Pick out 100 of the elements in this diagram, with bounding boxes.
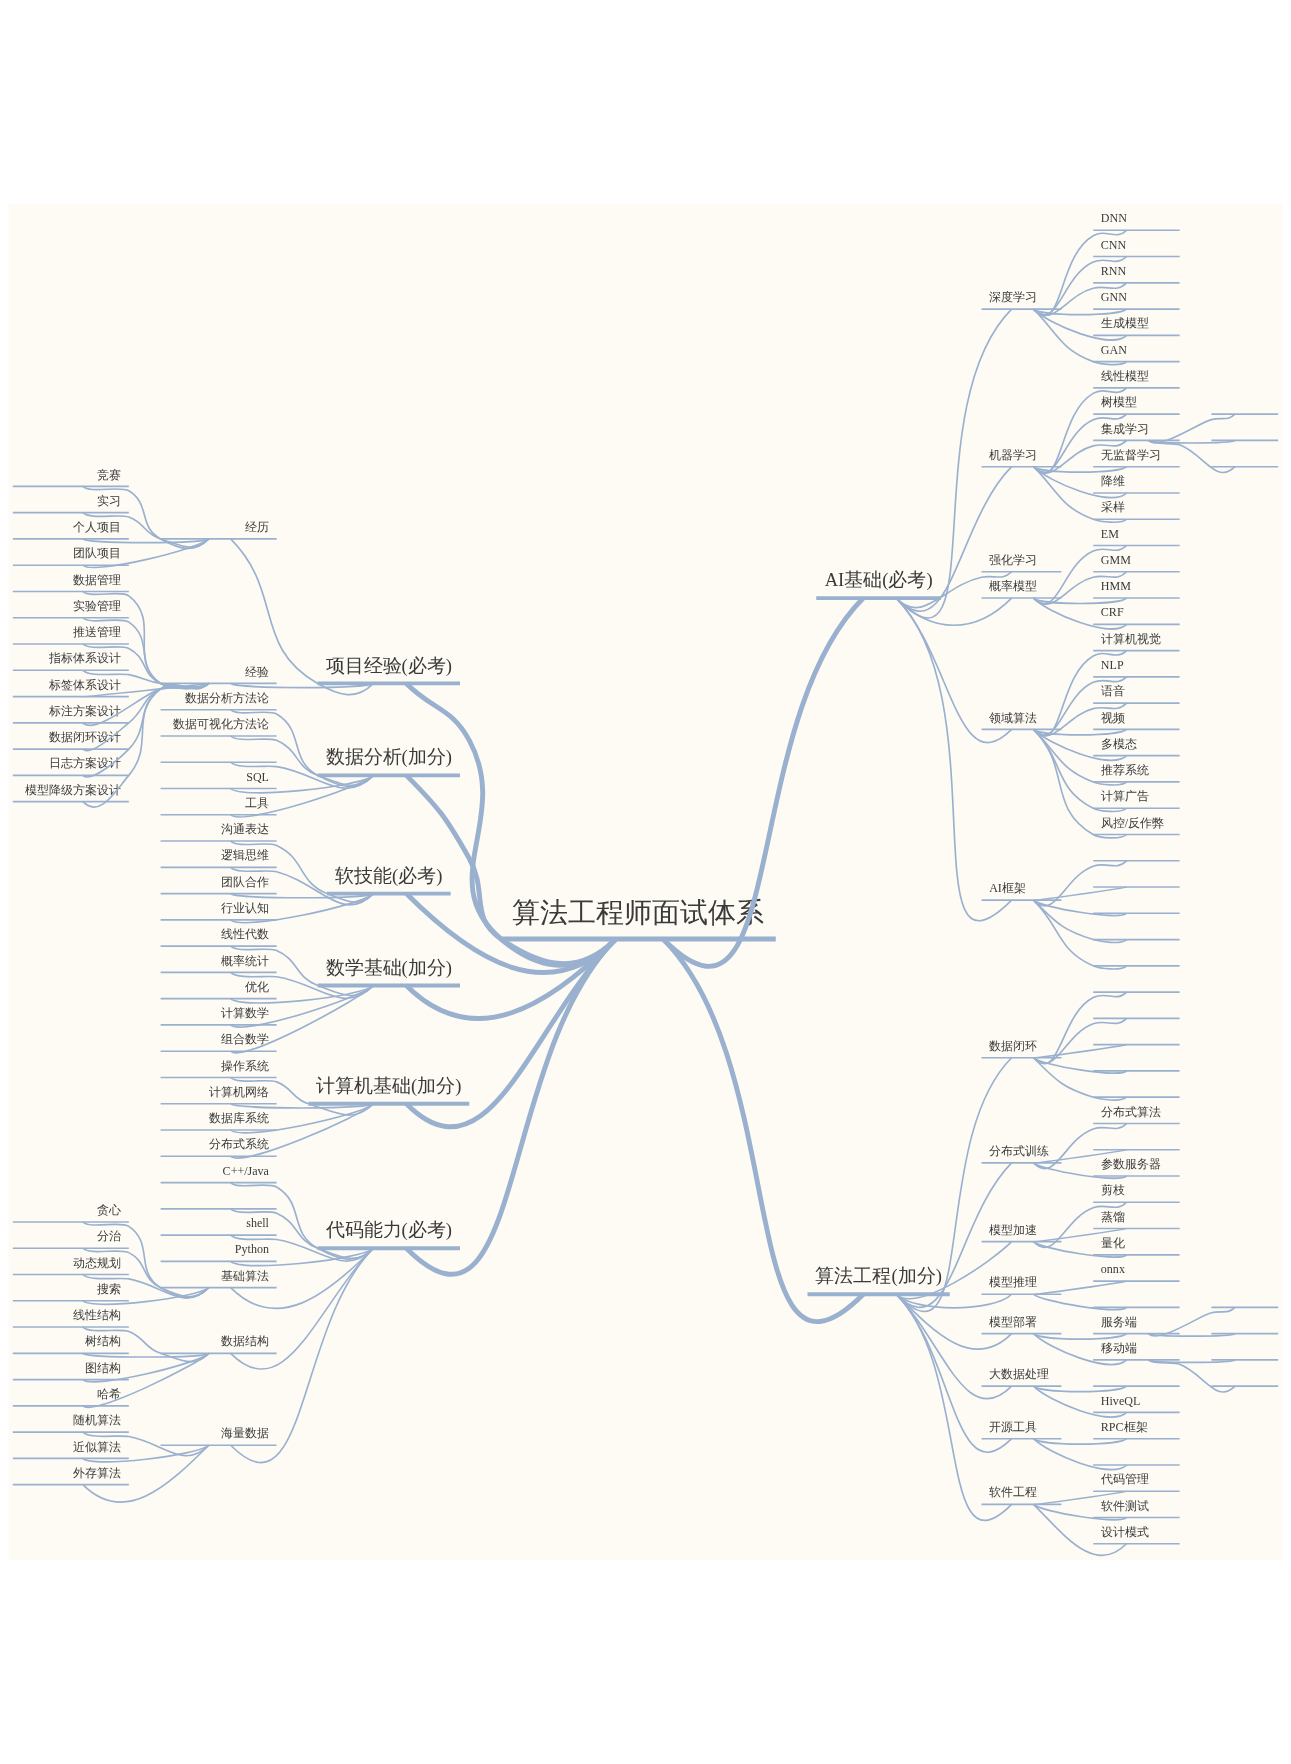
node-text: 动态规划 [73, 1255, 122, 1270]
node-text: 树模型 [1100, 395, 1137, 410]
node-text: 降维 [1100, 474, 1125, 489]
connector [82, 1444, 210, 1503]
node-line [1092, 991, 1181, 993]
node-text: 设计模式 [1100, 1524, 1149, 1539]
connector [1032, 1385, 1128, 1418]
node-line [1092, 1043, 1181, 1046]
connector [1032, 1122, 1128, 1170]
connector [404, 938, 618, 1277]
node-text: HiveQL [1100, 1393, 1141, 1408]
node-text: 深度学习 [989, 290, 1038, 305]
node-text: AI框架 [989, 881, 1026, 896]
node-line [1092, 1148, 1181, 1151]
node-text: 概率模型 [989, 579, 1038, 594]
connector [1032, 859, 1128, 907]
connector [1032, 544, 1128, 605]
node-line [1092, 1464, 1181, 1466]
node-line [1092, 912, 1181, 915]
node-text: 语音 [1100, 684, 1125, 699]
connector [1032, 465, 1128, 524]
node-text: 强化学习 [989, 552, 1038, 567]
node-text: 生成模型 [1100, 316, 1149, 331]
connector [1032, 886, 1128, 901]
node-text: 分布式训练 [989, 1143, 1050, 1158]
connector [82, 682, 210, 698]
connector [1032, 1227, 1128, 1243]
node-text: RNN [1100, 263, 1127, 278]
node-text: 个人项目 [73, 520, 122, 535]
node-text: 采样 [1100, 500, 1125, 515]
connector [229, 1102, 375, 1159]
node-text: 参数服务器 [1100, 1157, 1161, 1172]
node-text: 经验 [244, 664, 269, 679]
node-text: 领域算法 [989, 710, 1038, 725]
connector [1032, 1162, 1128, 1179]
connector [82, 682, 210, 778]
connector [1032, 899, 1128, 970]
node-text: EM [1100, 526, 1119, 541]
connector [82, 1286, 210, 1306]
connector [1032, 1490, 1128, 1506]
node-text: 数据可视化方法论 [172, 717, 269, 732]
node-line [159, 761, 278, 764]
node-text: 服务端 [1100, 1314, 1137, 1329]
node-text: 数据闭环 [989, 1038, 1038, 1053]
node-text: 基础算法 [220, 1268, 269, 1283]
connector [1032, 1056, 1128, 1074]
connector [82, 1352, 210, 1409]
node-line [1210, 1306, 1279, 1309]
connector [1032, 308, 1128, 341]
node-text: 指标体系设计 [49, 651, 122, 666]
node-line [1210, 413, 1279, 415]
connector [82, 485, 210, 550]
node-text: 项目经验(必考) [325, 654, 453, 676]
node-text: HMM [1100, 579, 1131, 594]
connector [1032, 1201, 1128, 1249]
connector [229, 538, 375, 696]
node-text: 计算数学 [220, 1006, 269, 1021]
connector [1032, 728, 1128, 839]
connector [1147, 413, 1236, 444]
node-text: 分布式系统 [208, 1137, 269, 1152]
node-text: 工具 [244, 795, 269, 810]
node-text: 逻辑思维 [220, 848, 269, 863]
node-text: 图结构 [85, 1360, 122, 1375]
node-line [1092, 1070, 1181, 1072]
node-text: 近似算法 [73, 1439, 122, 1454]
connector [229, 984, 375, 1054]
node-text: 软件工程 [989, 1485, 1038, 1500]
connector [1147, 1332, 1236, 1337]
node-text: 外存算法 [73, 1465, 122, 1480]
node-text: 软件测试 [1100, 1498, 1149, 1513]
node-text: 移动端 [1100, 1341, 1137, 1356]
node-text: AI基础(必考) [824, 569, 933, 591]
node-text: NLP [1100, 657, 1124, 672]
connector [82, 682, 210, 752]
node-text: 数学基础(加分) [325, 956, 453, 978]
connector [1032, 308, 1128, 366]
node-text: 实习 [97, 493, 122, 508]
node-text: 线性模型 [1100, 369, 1149, 384]
node-line [1210, 465, 1279, 468]
node-line [1092, 886, 1181, 888]
connector [1032, 1017, 1128, 1065]
node-text: SQL [246, 769, 269, 784]
connector [229, 892, 375, 924]
node-line [1092, 965, 1181, 967]
node-text: CRF [1100, 605, 1124, 620]
connector [1032, 570, 1128, 605]
node-text: 计算机网络 [208, 1084, 269, 1099]
connector [82, 538, 210, 544]
node-text: 数据管理 [73, 572, 122, 587]
node-text: 风控/反作弊 [1100, 815, 1165, 830]
node-text: 开源工具 [989, 1419, 1038, 1434]
node-line [1092, 1017, 1181, 1020]
node-line [1092, 859, 1181, 862]
node-text: 集成学习 [1100, 421, 1149, 436]
node-text: C++/Java [222, 1163, 269, 1178]
connector [82, 1273, 210, 1299]
node-text: 操作系统 [220, 1058, 269, 1073]
node-line [1210, 439, 1279, 442]
node-line [1092, 1385, 1181, 1387]
node-text: 模型部署 [989, 1314, 1038, 1329]
